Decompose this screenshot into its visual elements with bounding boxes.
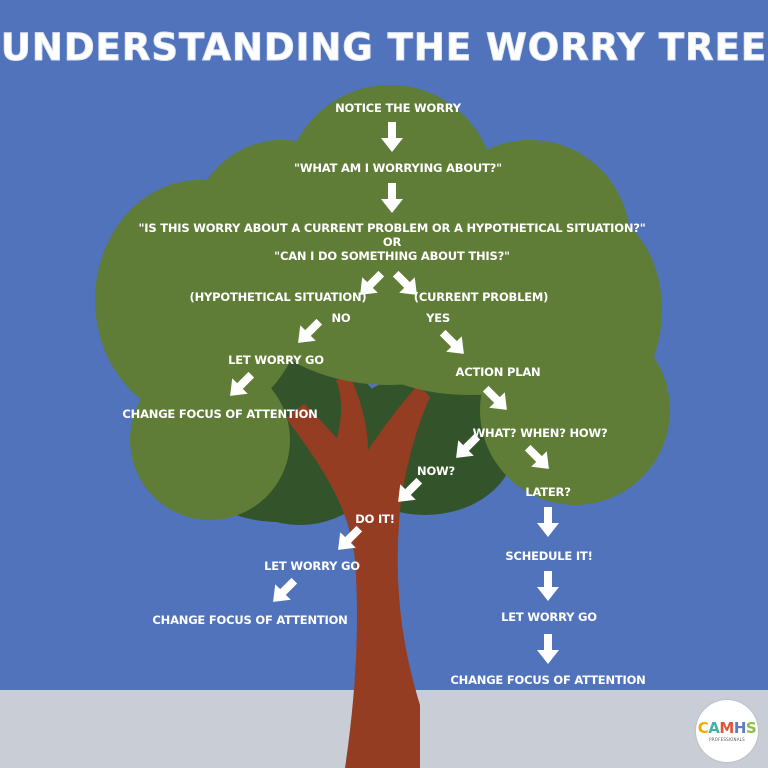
camhs-logo: CAMHS PROFESSIONALS (696, 700, 758, 762)
question-line-1: "IS THIS WORRY ABOUT A CURRENT PROBLEM O… (138, 221, 646, 235)
branch-hypothetical: (HYPOTHETICAL SITUATION) (189, 290, 367, 304)
answer-no: NO (331, 311, 351, 325)
step-schedule: SCHEDULE IT! (505, 549, 593, 563)
tree-trunk (286, 376, 430, 768)
step-what-when-how: WHAT? WHEN? HOW? (472, 426, 608, 440)
branch-current: (CURRENT PROBLEM) (413, 290, 549, 304)
logo-letter: H (733, 719, 747, 737)
arrow-let-go-to-change-focus-3 (537, 634, 559, 664)
step-let-worry-go-schedule: LET WORRY GO (501, 610, 597, 624)
step-now: NOW? (417, 464, 455, 478)
logo-letter: S (745, 719, 757, 737)
logo-subtitle: PROFESSIONALS (709, 737, 745, 742)
question-or: OR (382, 235, 402, 249)
logo-letter: C (697, 719, 709, 737)
step-question: "IS THIS WORRY ABOUT A CURRENT PROBLEM O… (138, 221, 645, 263)
tree-canopy (95, 85, 670, 520)
logo-wordmark: CAMHS (696, 719, 758, 737)
logo-letter: A (708, 719, 720, 737)
arrow-let-go-to-change-focus-2 (265, 572, 303, 610)
step-change-focus-do: CHANGE FOCUS OF ATTENTION (152, 613, 348, 627)
step-change-focus-schedule: CHANGE FOCUS OF ATTENTION (450, 673, 646, 687)
logo-letter: M (719, 719, 734, 737)
step-let-worry-go-do: LET WORRY GO (264, 559, 360, 573)
answer-yes: YES (426, 311, 450, 325)
step-action-plan: ACTION PLAN (455, 365, 541, 379)
step-do-it: DO IT! (355, 512, 395, 526)
step-later: LATER? (525, 485, 571, 499)
step-notice: NOTICE THE WORRY (335, 101, 461, 115)
step-let-worry-go-left: LET WORRY GO (228, 353, 324, 367)
arrow-schedule-to-let-go (537, 571, 559, 601)
step-what-worrying: "WHAT AM I WORRYING ABOUT?" (294, 161, 502, 175)
arrow-later-to-schedule (537, 507, 559, 537)
step-change-focus-left: CHANGE FOCUS OF ATTENTION (122, 407, 318, 421)
question-line-2: "CAN I DO SOMETHING ABOUT THIS?" (274, 249, 510, 263)
page-title: UNDERSTANDING THE WORRY TREE (0, 26, 768, 70)
